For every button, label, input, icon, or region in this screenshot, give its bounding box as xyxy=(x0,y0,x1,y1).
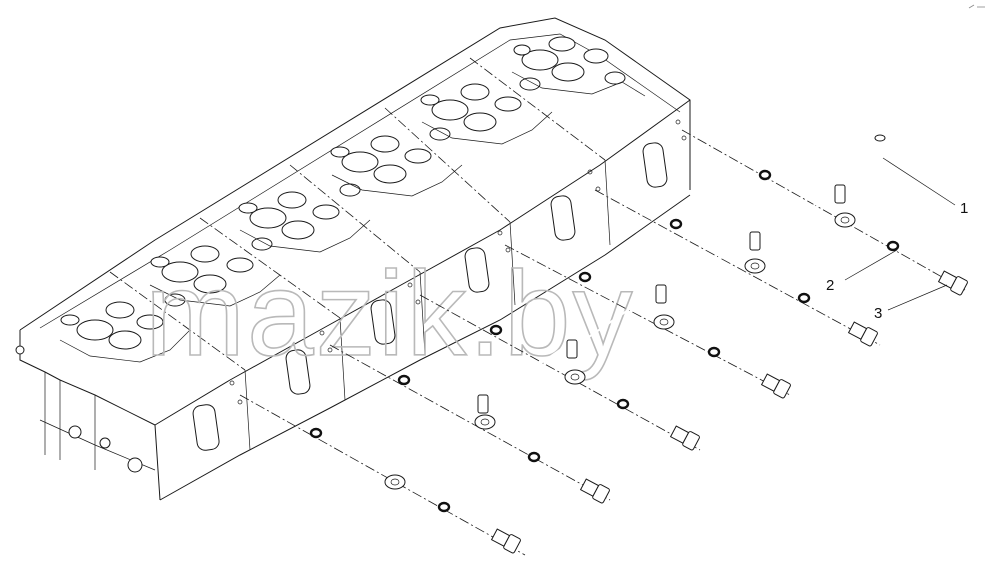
callout-1: 1 xyxy=(960,200,968,217)
corner-mark-icon xyxy=(968,4,985,9)
fuel-pipe xyxy=(384,134,886,490)
head-1-top xyxy=(59,293,191,363)
banjo-fitting xyxy=(384,184,856,490)
watermark-text: mazik.by xyxy=(145,247,634,381)
head-4-top xyxy=(330,127,463,197)
banjo-bolts xyxy=(490,270,968,554)
head-3-top xyxy=(238,183,371,253)
callout-3: 3 xyxy=(874,305,882,322)
callout-2: 2 xyxy=(826,277,834,294)
leader-lines xyxy=(844,157,956,311)
head-2-top xyxy=(149,237,281,307)
pipe-inlet-end xyxy=(874,134,886,142)
head-5-top xyxy=(420,77,553,145)
sealing-washers xyxy=(309,169,900,513)
head-6-top xyxy=(511,36,646,97)
cylinder-head-assembly xyxy=(15,17,691,501)
assembly-centerlines xyxy=(239,129,966,556)
